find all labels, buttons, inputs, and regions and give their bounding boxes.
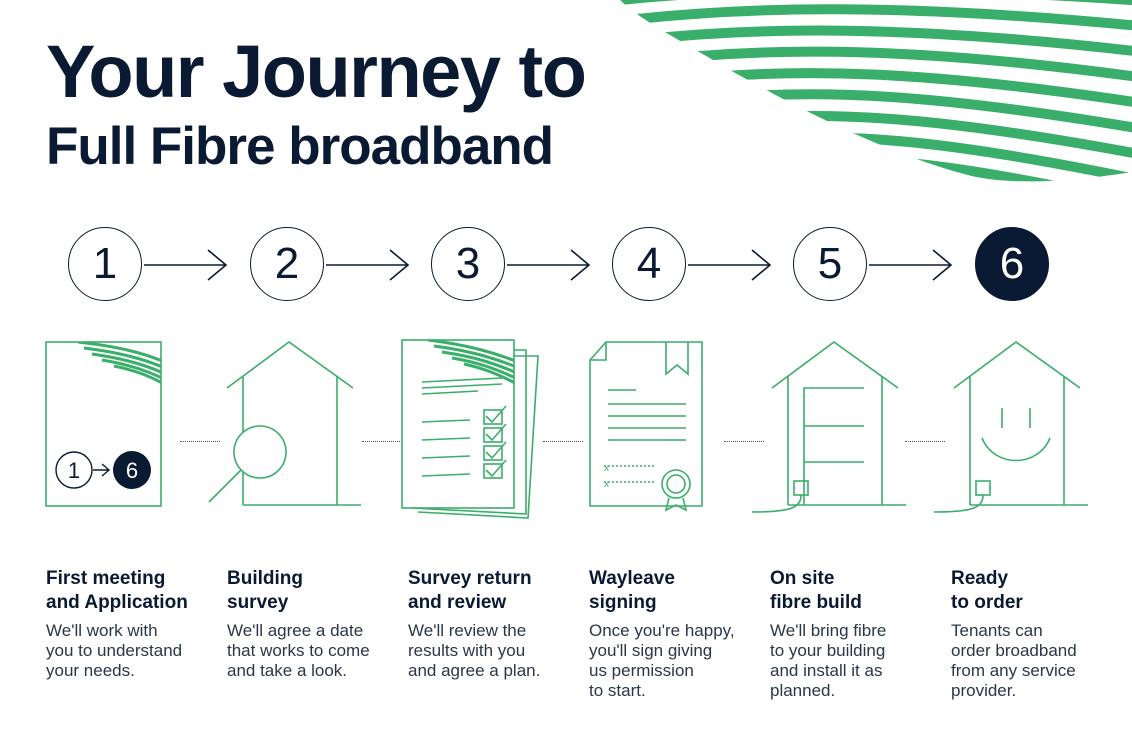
arrow-right-icon — [144, 249, 228, 281]
step-6-heading: Ready to order — [951, 568, 1023, 613]
step-4-number: 4 — [612, 227, 686, 301]
arrow-right-icon — [688, 249, 772, 281]
step-3-heading: Survey return and review — [408, 568, 532, 613]
step-3-caption: Survey return and review We'll review th… — [408, 567, 588, 681]
dotted-connector — [543, 441, 583, 442]
step-4-body: Once you're happy, you'll sign giving us… — [589, 621, 735, 700]
step-3-body: We'll review the results with you and ag… — [408, 621, 541, 680]
form-badge-from: 1 — [68, 458, 80, 483]
arrow-right-icon — [507, 249, 591, 281]
svg-text:x: x — [604, 479, 609, 490]
step-4-caption: Wayleave signing Once you're happy, you'… — [589, 567, 769, 701]
step-6-number: 6 — [975, 227, 1049, 301]
step-6-caption: Ready to order Tenants can order broadba… — [951, 567, 1131, 701]
step-2-heading: Building survey — [227, 568, 303, 613]
arrow-right-icon — [869, 249, 953, 281]
step-1-number: 1 — [68, 227, 142, 301]
step-3-number: 3 — [431, 227, 505, 301]
title-line-1: Your Journey to — [46, 30, 587, 113]
dotted-connector — [180, 441, 220, 442]
step-4-heading: Wayleave signing — [589, 568, 675, 613]
step-2-caption: Building survey We'll agree a date that … — [227, 567, 407, 681]
step-1-caption: First meeting and Application We'll work… — [46, 567, 226, 681]
step-5-heading: On site fibre build — [770, 568, 862, 613]
form-badge-to: 6 — [126, 458, 138, 483]
house-fibre-build-icon — [751, 341, 906, 513]
page-title: Your Journey to Full Fibre broadband — [46, 30, 587, 178]
dotted-connector — [724, 441, 764, 442]
dotted-connector — [905, 441, 945, 442]
signed-certificate-icon: x x — [589, 341, 703, 512]
happy-house-icon — [933, 341, 1088, 513]
checklist-documents-icon — [401, 339, 539, 519]
step-5-body: We'll bring fibre to your building and i… — [770, 621, 887, 700]
application-form-icon: 1 6 — [45, 341, 162, 507]
step-1-body: We'll work with you to understand your n… — [46, 621, 183, 680]
arrow-right-icon — [326, 249, 410, 281]
step-6-body: Tenants can order broadband from any ser… — [951, 621, 1077, 700]
title-line-2: Full Fibre broadband — [46, 117, 554, 176]
step-2-body: We'll agree a date that works to come an… — [227, 621, 370, 680]
step-2-number: 2 — [250, 227, 324, 301]
step-1-heading: First meeting and Application — [46, 568, 188, 613]
step-5-caption: On site fibre build We'll bring fibre to… — [770, 567, 950, 701]
svg-text:x: x — [604, 463, 609, 474]
step-5-number: 5 — [793, 227, 867, 301]
house-magnifier-icon — [208, 341, 361, 506]
dotted-connector — [362, 441, 402, 442]
green-wave-decoration — [620, 0, 1132, 182]
